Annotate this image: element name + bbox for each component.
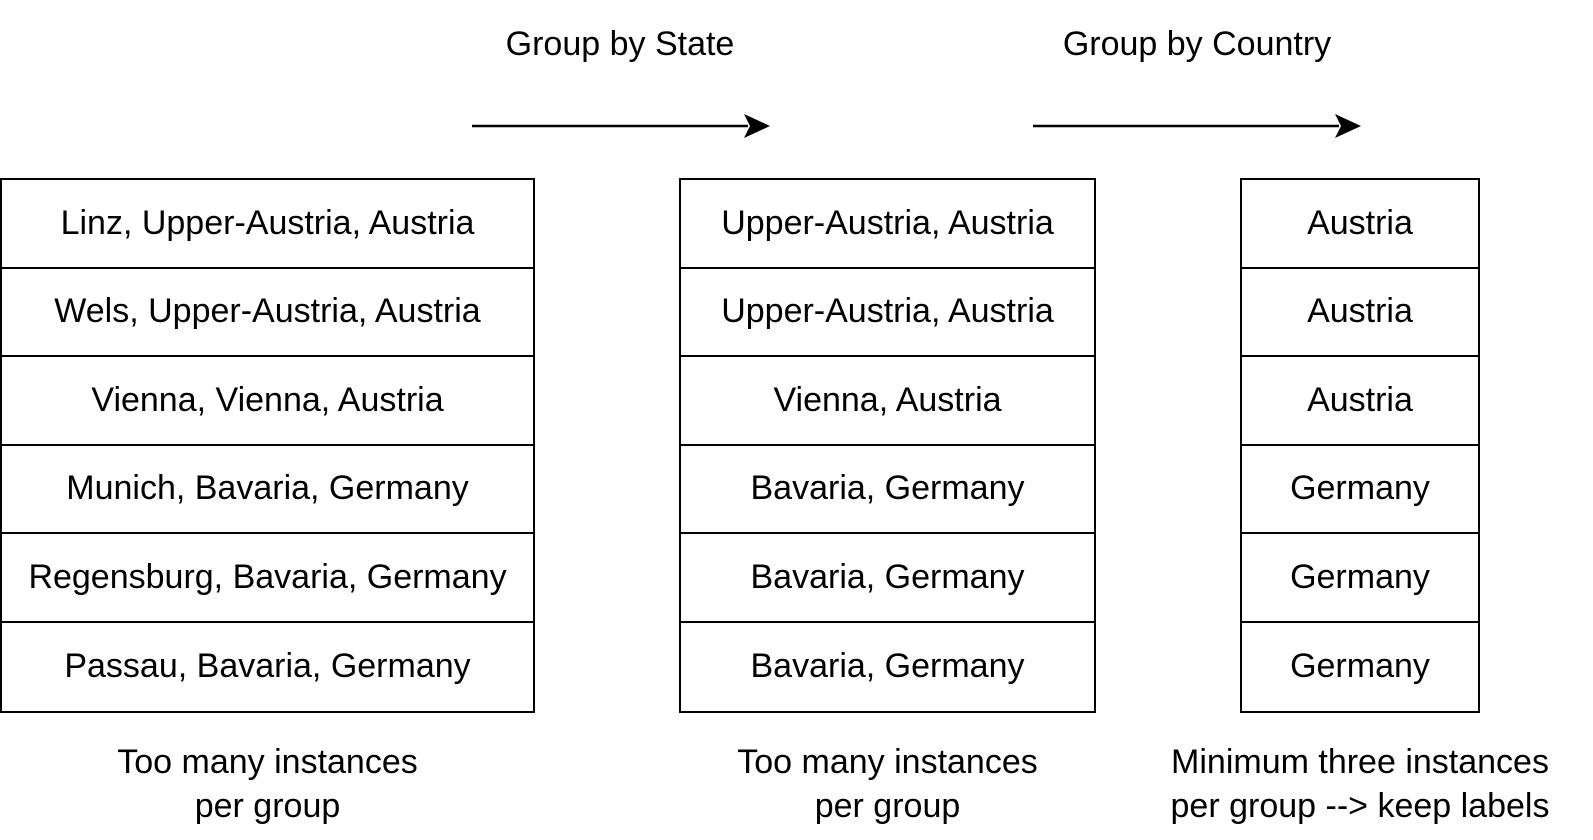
table-row: Passau, Bavaria, Germany <box>64 647 471 686</box>
table-state-country: Upper-Austria, Austria Upper-Austria, Au… <box>679 178 1096 713</box>
caption-state-level: Too many instances per group <box>679 740 1096 828</box>
table-row: Bavaria, Germany <box>681 534 1094 623</box>
caption-line: per group <box>194 787 341 825</box>
table-row: Germany <box>1242 446 1478 534</box>
table-row: Austria <box>1242 269 1478 357</box>
step-label-group-by-country: Group by Country <box>1062 25 1332 63</box>
table-row: Germany <box>1290 647 1430 686</box>
step-label-group-by-state: Group by State <box>505 25 735 63</box>
table-row: Munich, Bavaria, Germany <box>2 446 533 534</box>
caption-line: Too many instances <box>117 743 418 781</box>
table-row: Germany <box>1242 534 1478 623</box>
table-row: Regensburg, Bavaria, Germany <box>2 534 533 623</box>
table-row: Bavaria, Germany <box>750 647 1025 686</box>
caption-line: per group <box>814 787 961 825</box>
caption-country-level: Minimum three instances per group --> ke… <box>1150 740 1570 828</box>
table-row: Vienna, Vienna, Austria <box>2 357 533 446</box>
table-row: Upper-Austria, Austria <box>681 180 1094 269</box>
caption-line: per group --> keep labels <box>1170 787 1550 825</box>
caption-city-level: Too many instances per group <box>0 740 535 828</box>
table-row: Austria <box>1242 357 1478 446</box>
table-city-state-country: Linz, Upper-Austria, Austria Wels, Upper… <box>0 178 535 713</box>
table-country: Austria Austria Austria Germany Germany … <box>1240 178 1480 713</box>
right-arrow-icon <box>472 114 770 138</box>
table-row: Upper-Austria, Austria <box>681 269 1094 357</box>
right-arrow-icon <box>1033 114 1361 138</box>
table-row: Vienna, Austria <box>681 357 1094 446</box>
caption-line: Too many instances <box>737 743 1038 781</box>
table-row: Wels, Upper-Austria, Austria <box>2 269 533 357</box>
table-row: Bavaria, Germany <box>681 446 1094 534</box>
table-row: Linz, Upper-Austria, Austria <box>2 180 533 269</box>
caption-line: Minimum three instances <box>1171 743 1549 781</box>
table-row: Austria <box>1242 180 1478 269</box>
